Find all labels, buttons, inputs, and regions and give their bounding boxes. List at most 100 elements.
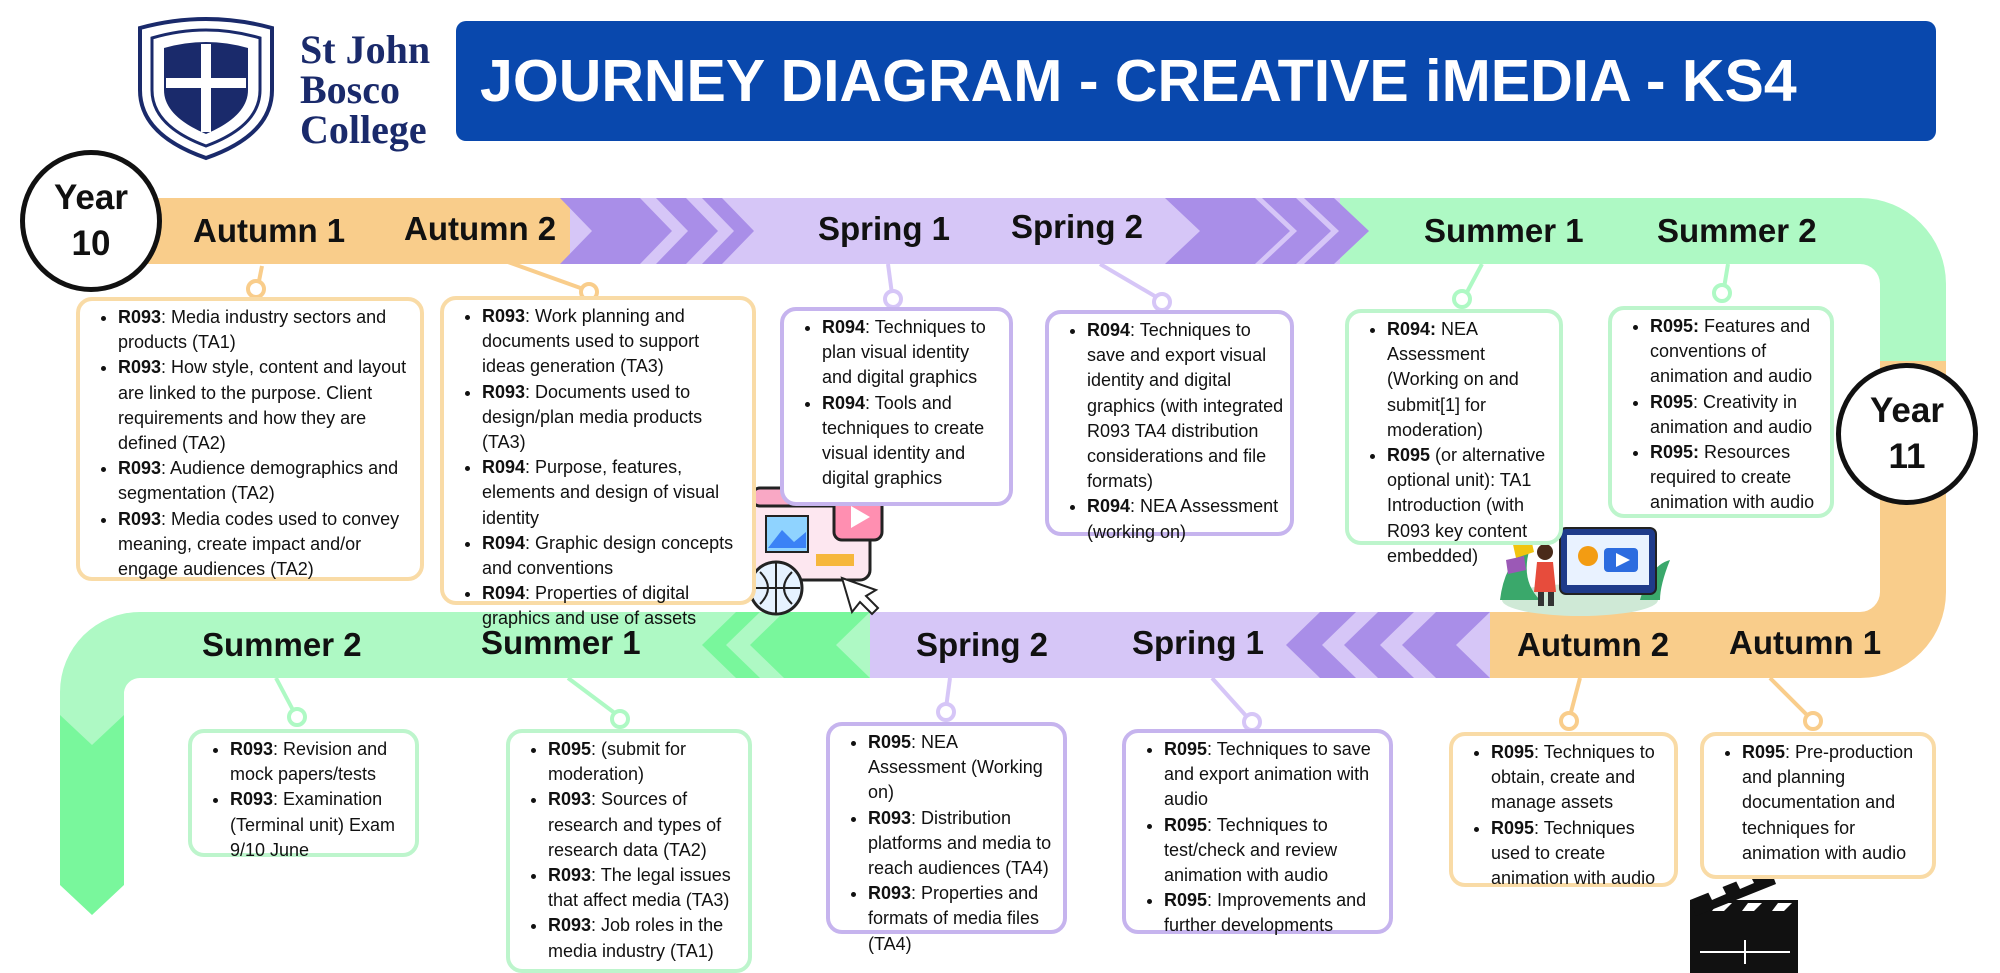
connector-dot: [936, 702, 956, 722]
road-bottom-summer-chevrons: [686, 612, 870, 678]
school-name-line: St John: [300, 27, 431, 72]
clapperboard-icon: [1690, 868, 1798, 973]
term-label-spring-1: Spring 1: [818, 210, 951, 247]
item-text: : Media codes used to convey meaning, cr…: [118, 508, 400, 580]
school-name: St John Bosco College: [300, 30, 430, 150]
item-text: : Properties of digital graphics and use…: [482, 583, 697, 629]
list-item: R094: Techniques to plan visual identity…: [822, 315, 1003, 391]
unit-code: R094: [1087, 320, 1131, 340]
connector-dot: [610, 709, 630, 729]
list-item: R094: NEA Assessment (Working on and sub…: [1387, 317, 1553, 443]
unit-code: R095: [868, 732, 912, 752]
year-number: 10: [71, 224, 111, 263]
road-bottom-summer-chevron-2: [672, 612, 736, 678]
list-item: R095: Creativity in animation and audio: [1650, 390, 1824, 440]
item-text: : Techniques to obtain, create and manag…: [1491, 742, 1655, 813]
road-top-summer-chevrons: [1165, 198, 1290, 264]
unit-code: R093: [230, 739, 274, 759]
content-box-y11-autumn-1: R095: Pre-production and planning docume…: [1700, 732, 1936, 879]
bullet-list: R095: Features and conventions of animat…: [1612, 314, 1824, 516]
road-top-summer-chevron-3: [1304, 198, 1369, 264]
item-text: : Revision and mock papers/tests: [230, 739, 388, 785]
term-label-autumn-2: Autumn 2: [404, 210, 557, 247]
list-item: R095: Resources required to create anima…: [1650, 440, 1824, 516]
list-item: R093: Work planning and documents used t…: [482, 304, 746, 380]
connector: [1768, 676, 1812, 720]
unit-code: R093: [118, 508, 162, 529]
bullet-list: R095: (submit for moderation) R093: Sour…: [510, 737, 742, 964]
connector-dot: [1452, 289, 1472, 309]
unit-code: R094: [822, 317, 866, 337]
connector: [1098, 262, 1160, 300]
connector-dot: [883, 289, 903, 309]
unit-code: R093: [482, 381, 526, 402]
road-right-bend: [1860, 198, 1946, 361]
unit-code: R094: [482, 532, 526, 553]
list-item: R095 (or alternative optional unit): TA1…: [1387, 443, 1553, 569]
item-text: Resources required to create animation w…: [1650, 442, 1815, 513]
connector: [566, 676, 618, 716]
bullet-list: R093: Revision and mock papers/tests R09…: [192, 737, 409, 863]
content-box-y10-spring-2: R094: Techniques to save and export visu…: [1045, 310, 1294, 542]
unit-code: R095: [548, 739, 592, 759]
road-top-summer-chevron-2: [1262, 198, 1331, 264]
content-box-y10-summer-2: R095: Features and conventions of animat…: [1608, 306, 1834, 518]
term-label-autumn-1: Autumn 1: [193, 212, 346, 249]
connector-dot: [1242, 712, 1262, 732]
unit-code: R095: [1491, 742, 1535, 762]
bullet-list: R093: Work planning and documents used t…: [444, 304, 746, 632]
item-text: NEA Assessment (Working on and submit[1]…: [1387, 319, 1519, 440]
list-item: R093: Audience demographics and segmenta…: [118, 456, 414, 506]
road-bottom-autumn: [1490, 612, 1860, 678]
term-label-summer-1: Summer 1: [1424, 212, 1584, 249]
road-top-spring-chevron-2: [656, 198, 718, 264]
content-box-y10-spring-1: R094: Techniques to plan visual identity…: [780, 307, 1013, 506]
year-11-badge: Year 11: [1836, 363, 1978, 505]
year-number: 11: [1888, 437, 1926, 476]
content-box-y10-summer-1: R094: NEA Assessment (Working on and sub…: [1345, 309, 1563, 566]
list-item: R095: Features and conventions of animat…: [1650, 314, 1824, 390]
list-item: R093: How style, content and layout are …: [118, 355, 414, 456]
bullet-list: R095: NEA Assessment (Working on) R093: …: [830, 730, 1057, 957]
bullet-list: R094: Techniques to plan visual identity…: [784, 315, 1003, 491]
item-text: : Techniques to test/check and review an…: [1164, 814, 1338, 886]
road-end-arrow: [60, 715, 124, 915]
list-item: R095: Techniques to save and export anim…: [1164, 737, 1383, 813]
content-box-y11-summer-1: R095: (submit for moderation) R093: Sour…: [506, 729, 752, 973]
unit-code: R094: [822, 392, 866, 413]
road-bottom-spring-chevron-1: [1402, 612, 1490, 678]
connectors: [246, 260, 1823, 732]
year-10-badge: Year 10: [20, 150, 162, 292]
road-bottom-summer-chevron-3: [726, 612, 784, 678]
item-text: : Techniques to save and export animatio…: [1164, 739, 1371, 810]
list-item: R094: Techniques to save and export visu…: [1087, 318, 1284, 494]
unit-code: R093: [118, 357, 162, 378]
list-item: R093: Documents used to design/plan medi…: [482, 380, 746, 456]
designer-illustration: [1500, 527, 1670, 616]
item-text: : NEA Assessment (working on): [1087, 496, 1279, 542]
list-item: R095: (submit for moderation): [548, 737, 742, 787]
list-item: R093: Properties and formats of media fi…: [868, 881, 1057, 957]
term-label-summer-1: Summer 1: [481, 624, 641, 661]
unit-code: R094:: [1387, 319, 1437, 339]
year-word: Year: [54, 178, 128, 217]
content-box-y11-autumn-2: R095: Techniques to obtain, create and m…: [1449, 732, 1678, 888]
item-text: : Techniques to save and export visual i…: [1087, 320, 1284, 492]
unit-code: R093: [118, 458, 162, 479]
unit-code: R095:: [1650, 442, 1700, 463]
term-label-spring-2: Spring 2: [916, 626, 1049, 663]
connector-dot: [1803, 711, 1823, 731]
road-top-summer: [1340, 198, 1860, 264]
term-label-spring-2: Spring 2: [1011, 208, 1144, 245]
connector: [1568, 677, 1582, 717]
connector-dot: [1712, 283, 1732, 303]
title-banner: JOURNEY DIAGRAM - CREATIVE iMEDIA - KS4: [456, 21, 1936, 141]
unit-code: R093: [482, 306, 526, 326]
school-crest-icon: [138, 17, 274, 161]
item-text: Features and conventions of animation an…: [1650, 316, 1813, 387]
connector: [1464, 263, 1484, 295]
term-label-summer-2: Summer 2: [202, 626, 362, 663]
list-item: R094: NEA Assessment (working on): [1087, 494, 1284, 544]
road-end-arrow-notch: [60, 715, 124, 745]
year-word: Year: [1870, 391, 1944, 430]
